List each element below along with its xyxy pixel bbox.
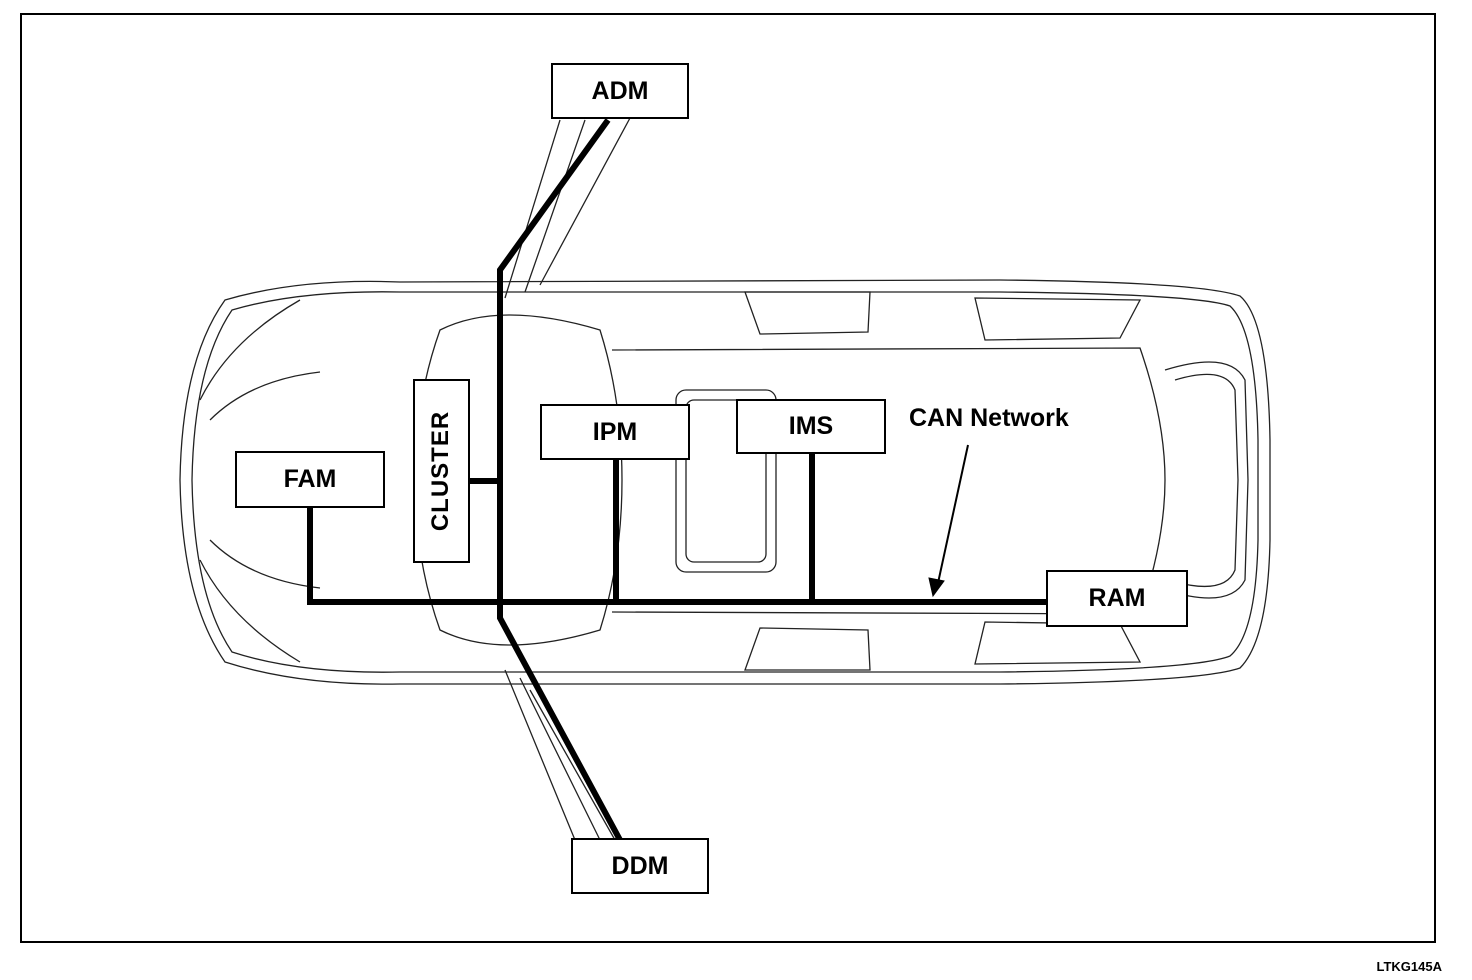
hood-crease-bottom <box>209 539 321 589</box>
rear-window-inner <box>1174 373 1239 588</box>
side-window-top-1 <box>744 291 871 335</box>
console-panel-inner <box>685 399 767 563</box>
bus-trunk <box>307 508 1046 605</box>
arrow-head <box>928 577 945 598</box>
can-network-arrow <box>928 444 969 598</box>
bus-adm-ddm <box>497 118 623 842</box>
module-ram: RAM <box>1046 570 1188 627</box>
hood-crease-top <box>209 371 321 421</box>
car-body-inner <box>191 291 1259 673</box>
module-fam: FAM <box>235 451 385 508</box>
module-fam-label: FAM <box>283 465 337 493</box>
module-adm: ADM <box>551 63 689 119</box>
arrow-shaft <box>937 444 969 584</box>
module-ipm: IPM <box>540 404 690 460</box>
module-ram-label: RAM <box>1088 584 1146 612</box>
module-ims: IMS <box>736 399 886 454</box>
figure-code: LTKG145A <box>1376 959 1443 974</box>
console-panel <box>675 389 777 573</box>
side-window-top-2 <box>974 297 1142 341</box>
module-cluster-label: CLUSTER <box>427 410 455 532</box>
hood-line-bottom <box>199 559 301 663</box>
module-ddm: DDM <box>571 838 709 894</box>
can-bus-lines <box>307 118 1046 842</box>
side-window-bottom-2 <box>974 621 1142 665</box>
left-door-outline-top <box>504 117 631 299</box>
module-cluster: CLUSTER <box>413 379 470 563</box>
module-ipm-label: IPM <box>592 417 638 446</box>
rear-window <box>1164 361 1249 599</box>
hood-line-top <box>199 299 301 401</box>
module-ddm-label: DDM <box>611 851 669 880</box>
car-outline <box>179 117 1271 841</box>
side-window-bottom-1 <box>744 627 871 671</box>
left-door-outline-bottom <box>504 669 616 841</box>
car-body-outer <box>179 279 1271 685</box>
module-adm-label: ADM <box>591 76 649 105</box>
module-ims-label: IMS <box>788 412 834 440</box>
diagram-frame <box>20 13 1436 943</box>
can-network-label: CAN Network <box>909 404 1069 432</box>
